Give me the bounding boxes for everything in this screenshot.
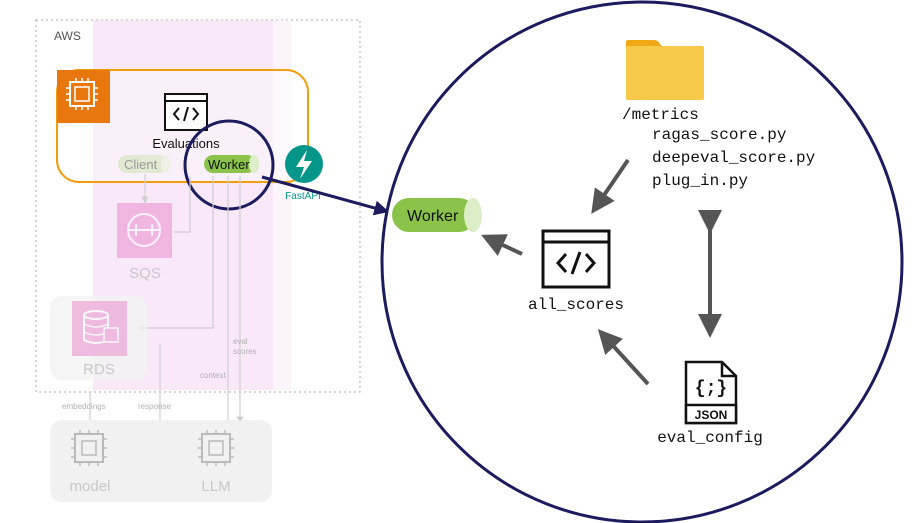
evaluations-label: Evaluations [152,136,220,151]
rds-icon [72,301,127,356]
worker-label-large: Worker [407,208,459,225]
fastapi-label: FastAPI [285,191,321,202]
ec2-icon [57,70,110,123]
worker-label-small: Worker [208,157,250,172]
eval-scores-label-1: eval [233,337,248,346]
faint-connectors [89,174,244,424]
json-file-icon [684,360,738,425]
zoom-circle [380,0,904,523]
embeddings-label: embeddings [62,402,106,411]
context-label: context [200,371,227,380]
metric-file-1: deepeval_score.py [652,149,816,167]
json-badge-label: JSON [695,408,728,422]
worker-pill-large [392,198,482,232]
model-chip-icon [71,430,107,466]
arrow-config-to-all-scores [597,329,650,386]
worker-pill [204,155,259,173]
folder-icon [626,40,704,100]
aws-label: AWS [54,29,81,43]
code-window-icon [164,93,208,131]
compute-panel [50,420,272,502]
rds-panel [50,296,147,380]
metric-file-0: ragas_score.py [652,126,787,144]
fastapi-icon [285,145,323,183]
metric-file-2: plug_in.py [652,172,748,190]
sqs-label: SQS [129,265,161,282]
llm-chip-icon [198,430,234,466]
zoom-arrows [481,158,722,386]
zoom-arrow [261,175,390,216]
all-scores-code-icon [541,229,611,289]
sqs-icon [117,203,172,258]
model-label: model [70,478,111,495]
eval-scores-label-2: scores [233,347,257,356]
client-label: Client [124,157,158,172]
metrics-folder-label: /metrics [622,106,699,124]
eval-config-label: eval_config [657,429,763,447]
response-label: response [138,402,171,411]
subnet-band-faint [273,20,291,390]
arrow-all-scores-to-worker [481,234,523,256]
worker-focus-circle [183,119,275,211]
arrow-metrics-to-all-scores [591,158,630,214]
client-pill [118,155,171,173]
json-glyph: {;} [695,379,727,399]
rds-label: RDS [83,361,115,378]
all-scores-label: all_scores [528,296,624,314]
llm-label: LLM [201,478,230,495]
